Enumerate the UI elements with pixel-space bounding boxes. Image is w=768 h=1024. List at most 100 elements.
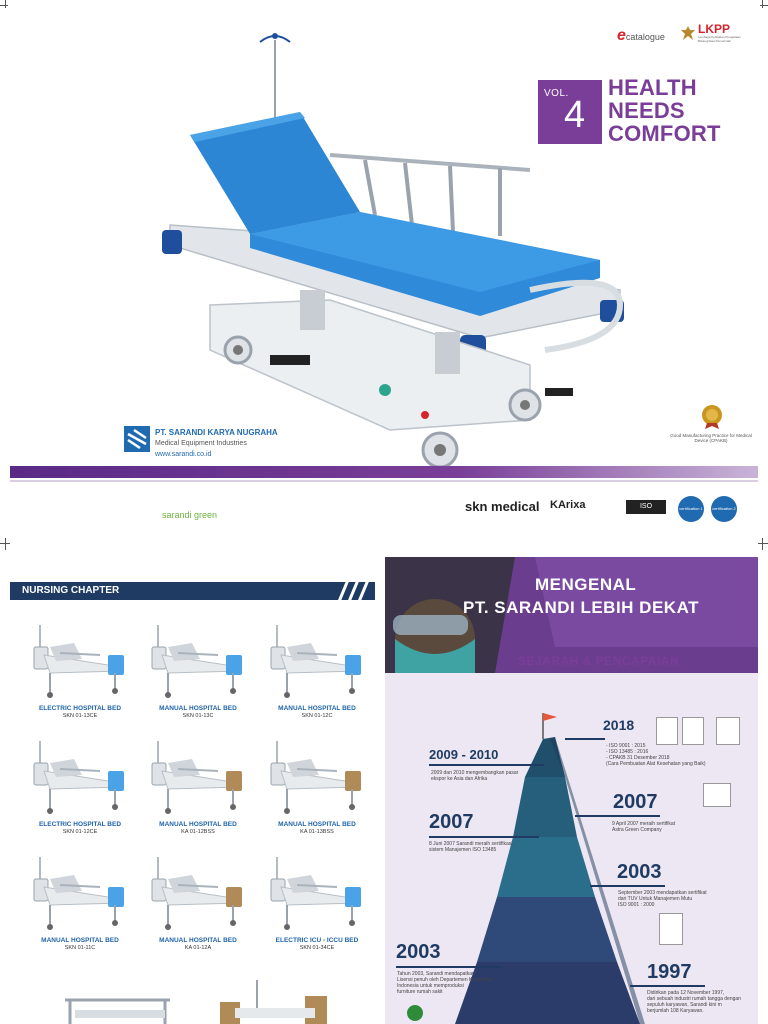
karixa-logo: KArixa <box>550 499 586 511</box>
volume-label: VOL. <box>544 88 569 99</box>
sarandi-logo-icon <box>124 426 150 452</box>
bed-code: SKN 01-11C <box>64 945 96 951</box>
milestone-text-2009-2010: 2009 dan 2010 mengembangkan pasar ekspor… <box>431 770 518 782</box>
bed-image <box>151 741 242 814</box>
lkpp-logo-text: LKPP <box>698 22 731 36</box>
company-history-page: MENGENAL PT. SARANDI LEBIH DEKAT SEJARAH… <box>385 557 758 1024</box>
bed-image-partial <box>220 980 327 1024</box>
milestone-text-2003-left: Tahun 2003, Sarandi mendapatkan Lisensi … <box>397 971 493 995</box>
milestone-connector <box>575 815 660 817</box>
crop-mark <box>758 543 768 544</box>
company-name: PT. SARANDI KARYA NUGRAHA <box>155 428 278 437</box>
history-title-line-1: MENGENAL <box>535 575 637 594</box>
bed-name: ELECTRIC HOSPITAL BED <box>38 821 122 828</box>
milestone-connector <box>396 966 501 968</box>
bed-code: KA 01-12A <box>184 945 212 951</box>
bed-image <box>33 625 124 698</box>
skn-medical-logo: skn medical <box>465 499 540 514</box>
milestone-text-2018: - ISO 9001 : 2015 - ISO 13485 : 2016 - C… <box>606 743 706 767</box>
certificate-image <box>703 783 731 807</box>
milestone-text-1997: Didirikan pada 12 November 1997, dari se… <box>647 990 741 1014</box>
milestone-line: sistem Manajemen ISO 13485 <box>429 847 497 853</box>
bed-name: MANUAL HOSPITAL BED <box>159 821 237 828</box>
milestone-connector <box>565 738 605 740</box>
milestone-line: Tahun 2003, Sarandi mendapatkan <box>397 971 475 977</box>
ecatalogue-e: e <box>617 27 626 44</box>
bed-image <box>270 625 361 698</box>
milestone-line: ekspor ke Asia dan Afrika <box>431 776 488 782</box>
milestone-line: berjumlah 108 Karyawan. <box>647 1008 704 1014</box>
milestone-line: 9 April 2007 meraih sertifikat <box>612 821 676 827</box>
milestone-connector <box>429 764 544 766</box>
milestone-year-2003-left: 2003 <box>396 941 441 963</box>
certificate-image <box>716 717 740 745</box>
milestone-line: 8 Juni 2007 Sarandi meraih sertifikasi <box>429 841 513 847</box>
milestone-year-2009-2010: 2009 - 2010 <box>429 747 499 762</box>
bed-code: SKN 01-13C <box>182 713 214 719</box>
certification-seal-icon: certification 1 <box>678 496 704 522</box>
milestone-line: furniture rumah sakit <box>397 989 443 995</box>
chapter-header-bar: NURSING CHAPTER <box>10 582 375 600</box>
milestone-connector <box>590 885 665 887</box>
bed-name: MANUAL HOSPITAL BED <box>278 821 356 828</box>
health-ministry-logo-icon <box>407 1005 423 1021</box>
milestone-line: Indonesia untuk memproduksi <box>397 983 464 989</box>
milestone-line: dari TUV Untuk Manajemen Mutu <box>618 896 693 902</box>
crop-mark <box>5 538 6 550</box>
chapter-title: NURSING CHAPTER <box>22 585 120 596</box>
milestone-line: - ISO 13485 : 2016 <box>606 749 649 755</box>
bed-image <box>33 741 124 814</box>
milestone-connector <box>630 985 705 987</box>
bed-name: ELECTRIC ICU - ICCU BED <box>275 937 359 944</box>
milestone-line: - ISO 9001 : 2015 <box>606 743 646 749</box>
stripe-decoration <box>336 580 370 604</box>
headline-line-2: NEEDS <box>608 98 685 123</box>
volume-badge: VOL. 4 <box>538 80 602 144</box>
milestone-line: Lisensi penuh oleh Departemen Kesehatan <box>397 977 493 983</box>
milestone-year-2007-right: 2007 <box>613 791 658 813</box>
certificate-image <box>682 717 704 745</box>
milestone-year-2018: 2018 <box>603 717 635 733</box>
milestone-line: September 2003 mendapatkan sertifikat <box>618 890 707 896</box>
header-photo <box>385 557 758 673</box>
company-subtitle: Medical Equipment Industries <box>155 440 247 447</box>
sarandi-green-logo: sarandi green <box>162 510 218 520</box>
bed-image <box>270 741 361 814</box>
catalogue-cover: ecatalogue LKPP Lembaga Kebijakan Pengad… <box>10 10 758 538</box>
milestone-text-2007-right: 9 April 2007 meraih sertifikat Astra Gre… <box>612 821 675 833</box>
crop-mark <box>0 5 8 6</box>
cpakb-caption: Good Manufacturing Practice for Medical … <box>670 433 752 443</box>
bed-code: SKN 01-34CE <box>299 945 335 951</box>
headline-line-1: HEALTH <box>608 75 697 100</box>
milestone-line: Didirikan pada 12 November 1997, <box>647 990 725 996</box>
nursing-chapter-page: NURSING CHAPTER ELECTRIC HOSPITAL BED SKN… <box>10 575 385 1024</box>
milestone-line: 2009 dan 2010 mengembangkan pasar <box>431 770 519 776</box>
lkpp-subtitle: Lembaga Kebijakan Pengadaan Barang/Jasa … <box>698 36 741 43</box>
milestone-line: sepuluh karyawan, Sarandi kini m <box>647 1002 722 1008</box>
bed-image <box>151 857 242 930</box>
history-header: MENGENAL PT. SARANDI LEBIH DEKAT <box>385 557 758 673</box>
certification-seal-icon: certification 2 <box>711 496 737 522</box>
iso-logo: ISO <box>626 500 666 514</box>
bed-code: KA 01-12BSS <box>181 829 215 835</box>
milestone-line: dari sebuah industri rumah tangga dengan <box>647 996 741 1002</box>
crop-mark <box>5 0 6 8</box>
milestone-year-2007-left: 2007 <box>429 811 474 833</box>
bed-name: MANUAL HOSPITAL BED <box>41 937 119 944</box>
milestone-line: (Cara Pembuatan Alat Kesehatan yang Baik… <box>606 761 706 767</box>
garuda-icon <box>680 25 696 41</box>
milestone-line: ISO 9001 : 2000 <box>618 902 655 908</box>
bed-image <box>33 857 124 930</box>
company-url[interactable]: www.sarandi.co.id <box>155 451 212 458</box>
cover-accent-stripe <box>10 466 758 478</box>
headline-line-3: COMFORT <box>608 121 721 146</box>
milestone-line: - CPAKB 31 Desember 2018 <box>606 755 670 761</box>
medal-icon <box>700 403 724 429</box>
history-subtitle: SEJARAH & PENCAPAIAN <box>518 654 680 668</box>
mountain-illustration <box>455 713 645 1024</box>
bed-code: KA 01-13BSS <box>300 829 334 835</box>
bed-code: SKN 01-12C <box>301 713 333 719</box>
crop-mark <box>762 538 763 550</box>
bed-name: ELECTRIC HOSPITAL BED <box>38 705 122 712</box>
milestone-text-2003-right: September 2003 mendapatkan sertifikat da… <box>618 890 707 908</box>
